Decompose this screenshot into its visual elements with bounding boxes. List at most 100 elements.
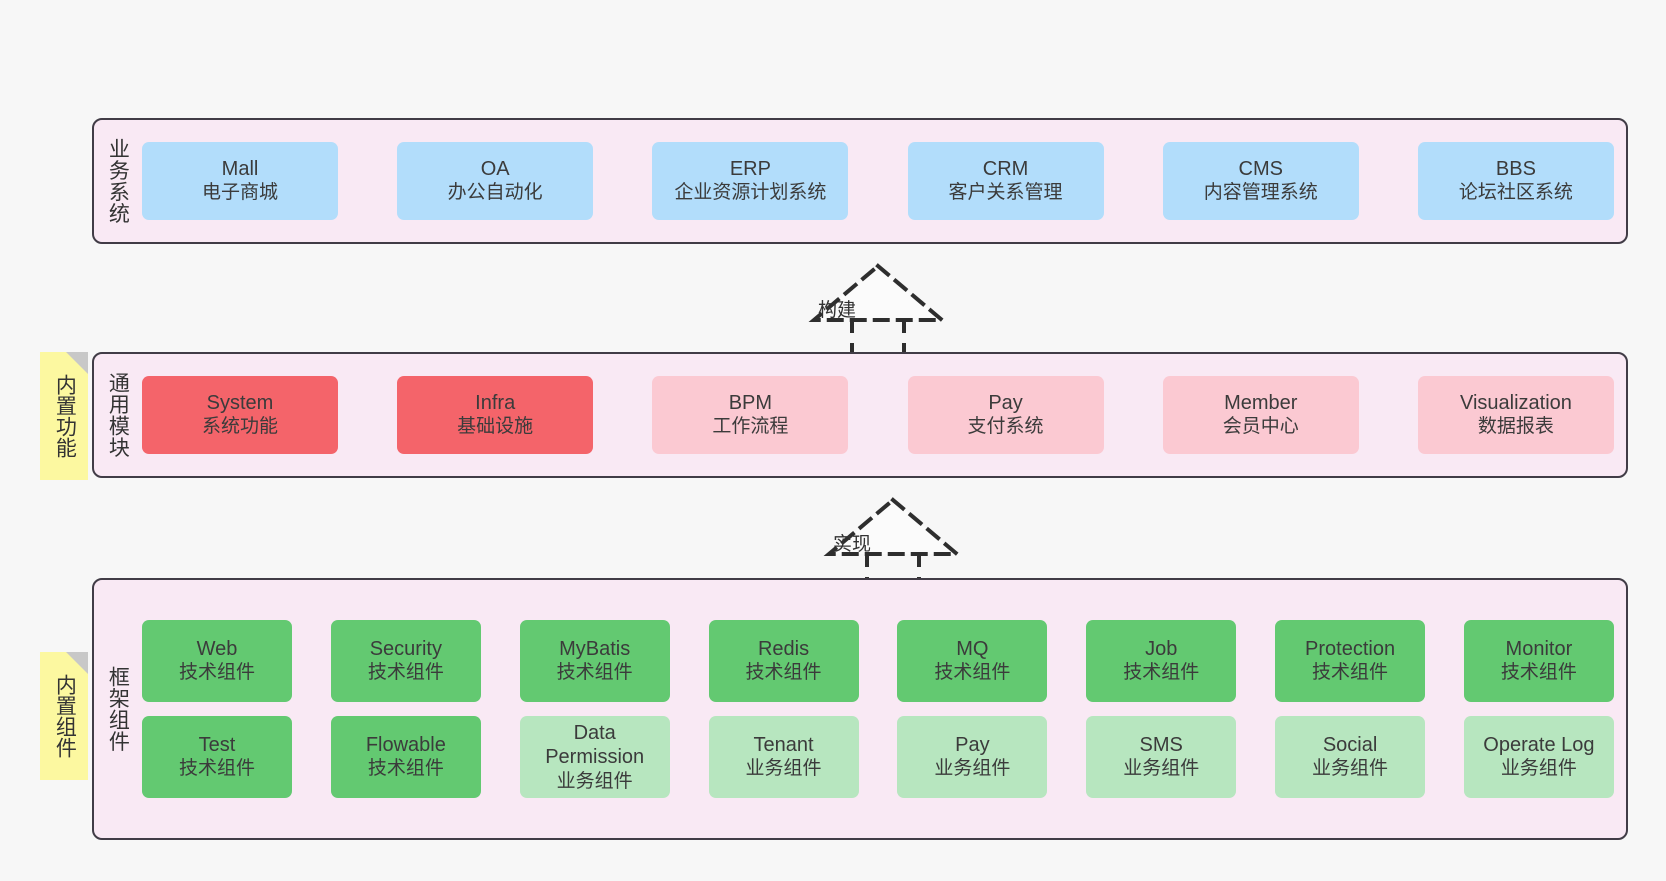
note-builtin-components: 内置组件 — [40, 652, 88, 780]
layer-common-modules[interactable]: 通用模块 System 系统功能 Infra 基础设施 BPM 工作流程 Pay… — [92, 352, 1628, 478]
node-card-pay[interactable]: Pay 支付系统 — [907, 376, 1104, 454]
node-card-monitor[interactable]: Monitor 技术组件 — [1463, 620, 1614, 702]
layer-title-framework-components: 框架组件 — [106, 666, 130, 752]
node-subtitle: 技术组件 — [178, 662, 255, 684]
note-builtin-features: 内置功能 — [40, 352, 88, 480]
node-title: BBS — [1495, 158, 1536, 181]
node-card-erp[interactable]: ERP 企业资源计划系统 — [652, 142, 849, 220]
node-title: Visualization — [1459, 392, 1572, 415]
node-card-security[interactable]: Security 技术组件 — [330, 620, 481, 702]
node-title: Infra — [475, 392, 516, 415]
layer-framework-components[interactable]: 框架组件 Web 技术组件 Security 技术组件 MyBatis 技术组件… — [92, 578, 1628, 840]
connector-implement-label: 实现 — [833, 534, 872, 555]
node-card-data-permission[interactable]: Data Permission 业务组件 — [519, 716, 670, 798]
node-card-pay-business[interactable]: Pay 业务组件 — [897, 716, 1048, 798]
layer-body-framework-components: Web 技术组件 Security 技术组件 MyBatis 技术组件 Redi… — [140, 580, 1626, 838]
node-card-sms[interactable]: SMS 业务组件 — [1086, 716, 1237, 798]
node-title: CMS — [1238, 158, 1283, 181]
note-fold-corner-icon — [66, 352, 88, 374]
node-card-cms[interactable]: CMS 内容管理系统 — [1162, 142, 1359, 220]
node-card-member[interactable]: Member 会员中心 — [1162, 376, 1359, 454]
node-card-system[interactable]: System 系统功能 — [142, 376, 338, 454]
node-title: Protection — [1305, 638, 1396, 661]
node-title: ERP — [729, 158, 771, 181]
card-row: Mall 电子商城 OA 办公自动化 ERP 企业资源计划系统 CRM 客户关系… — [142, 142, 1614, 220]
node-card-web[interactable]: Web 技术组件 — [142, 620, 292, 702]
node-card-social[interactable]: Social 业务组件 — [1275, 716, 1426, 798]
node-card-job[interactable]: Job 技术组件 — [1086, 620, 1237, 702]
node-card-test[interactable]: Test 技术组件 — [142, 716, 292, 798]
node-title: Test — [198, 734, 236, 757]
node-subtitle: 技术组件 — [556, 662, 633, 684]
node-title: MQ — [956, 638, 989, 661]
node-title: Social — [1322, 734, 1378, 757]
node-subtitle: 工作流程 — [712, 416, 789, 438]
node-title: Data Permission — [545, 721, 645, 769]
node-title: Pay — [955, 734, 990, 757]
node-title: Monitor — [1505, 638, 1573, 661]
node-subtitle: 业务组件 — [1500, 758, 1577, 780]
layer-body-business-systems: Mall 电子商城 OA 办公自动化 ERP 企业资源计划系统 CRM 客户关系… — [140, 120, 1626, 242]
layer-business-systems[interactable]: 业务系统 Mall 电子商城 OA 办公自动化 ERP 企业资源计划系统 CRM… — [92, 118, 1628, 244]
node-subtitle: 技术组件 — [367, 758, 444, 780]
node-subtitle: 业务组件 — [934, 758, 1011, 780]
node-card-flowable[interactable]: Flowable 技术组件 — [330, 716, 481, 798]
node-card-infra[interactable]: Infra 基础设施 — [397, 376, 594, 454]
card-row: Test 技术组件 Flowable 技术组件 Data Permission … — [142, 716, 1614, 798]
node-title: Tenant — [753, 734, 814, 757]
node-title: System — [206, 392, 274, 415]
node-card-mybatis[interactable]: MyBatis 技术组件 — [519, 620, 670, 702]
node-title: Operate Log — [1483, 734, 1595, 757]
node-card-protection[interactable]: Protection 技术组件 — [1275, 620, 1426, 702]
node-card-tenant[interactable]: Tenant 业务组件 — [708, 716, 859, 798]
node-subtitle: 论坛社区系统 — [1458, 182, 1573, 204]
node-title: Member — [1224, 392, 1298, 415]
node-card-mq[interactable]: MQ 技术组件 — [897, 620, 1048, 702]
node-card-bbs[interactable]: BBS 论坛社区系统 — [1417, 142, 1614, 220]
note-text: 内置功能 — [53, 374, 77, 458]
node-title: Redis — [757, 638, 810, 661]
node-subtitle: 客户关系管理 — [948, 182, 1063, 204]
card-row: System 系统功能 Infra 基础设施 BPM 工作流程 Pay 支付系统… — [142, 376, 1614, 454]
node-subtitle: 业务组件 — [1312, 758, 1389, 780]
node-title: SMS — [1139, 734, 1183, 757]
node-card-crm[interactable]: CRM 客户关系管理 — [907, 142, 1104, 220]
node-subtitle: 技术组件 — [745, 662, 822, 684]
node-card-oa[interactable]: OA 办公自动化 — [397, 142, 594, 220]
node-title: Flowable — [365, 734, 446, 757]
layer-title-business-systems: 业务系统 — [106, 138, 130, 224]
node-card-redis[interactable]: Redis 技术组件 — [708, 620, 859, 702]
node-subtitle: 内容管理系统 — [1203, 182, 1318, 204]
note-text: 内置组件 — [53, 674, 77, 758]
node-subtitle: 基础设施 — [457, 416, 534, 438]
generalization-arrow-icon — [808, 263, 948, 354]
node-card-operate-log[interactable]: Operate Log 业务组件 — [1463, 716, 1614, 798]
node-subtitle: 技术组件 — [367, 662, 444, 684]
node-title: Mall — [221, 158, 259, 181]
node-subtitle: 业务组件 — [745, 758, 822, 780]
node-subtitle: 技术组件 — [1312, 662, 1389, 684]
node-card-bpm[interactable]: BPM 工作流程 — [652, 376, 849, 454]
layer-title-common-modules: 通用模块 — [106, 372, 130, 458]
node-subtitle: 业务组件 — [1123, 758, 1200, 780]
node-subtitle: 企业资源计划系统 — [674, 182, 827, 204]
node-subtitle: 技术组件 — [178, 758, 255, 780]
node-subtitle: 系统功能 — [201, 416, 278, 438]
node-subtitle: 技术组件 — [934, 662, 1011, 684]
node-subtitle: 支付系统 — [967, 416, 1044, 438]
node-subtitle: 数据报表 — [1477, 416, 1554, 438]
node-subtitle: 办公自动化 — [447, 182, 543, 204]
node-title: MyBatis — [559, 638, 631, 661]
node-title: Pay — [988, 392, 1023, 415]
node-title: OA — [480, 158, 510, 181]
node-card-visualization[interactable]: Visualization 数据报表 — [1417, 376, 1614, 454]
card-row: Web 技术组件 Security 技术组件 MyBatis 技术组件 Redi… — [142, 620, 1614, 702]
node-title: CRM — [982, 158, 1029, 181]
node-subtitle: 电子商城 — [201, 182, 278, 204]
node-card-mall[interactable]: Mall 电子商城 — [142, 142, 338, 220]
node-subtitle: 会员中心 — [1222, 416, 1299, 438]
note-fold-corner-icon — [66, 652, 88, 674]
node-title: Job — [1145, 638, 1178, 661]
node-subtitle: 技术组件 — [1123, 662, 1200, 684]
